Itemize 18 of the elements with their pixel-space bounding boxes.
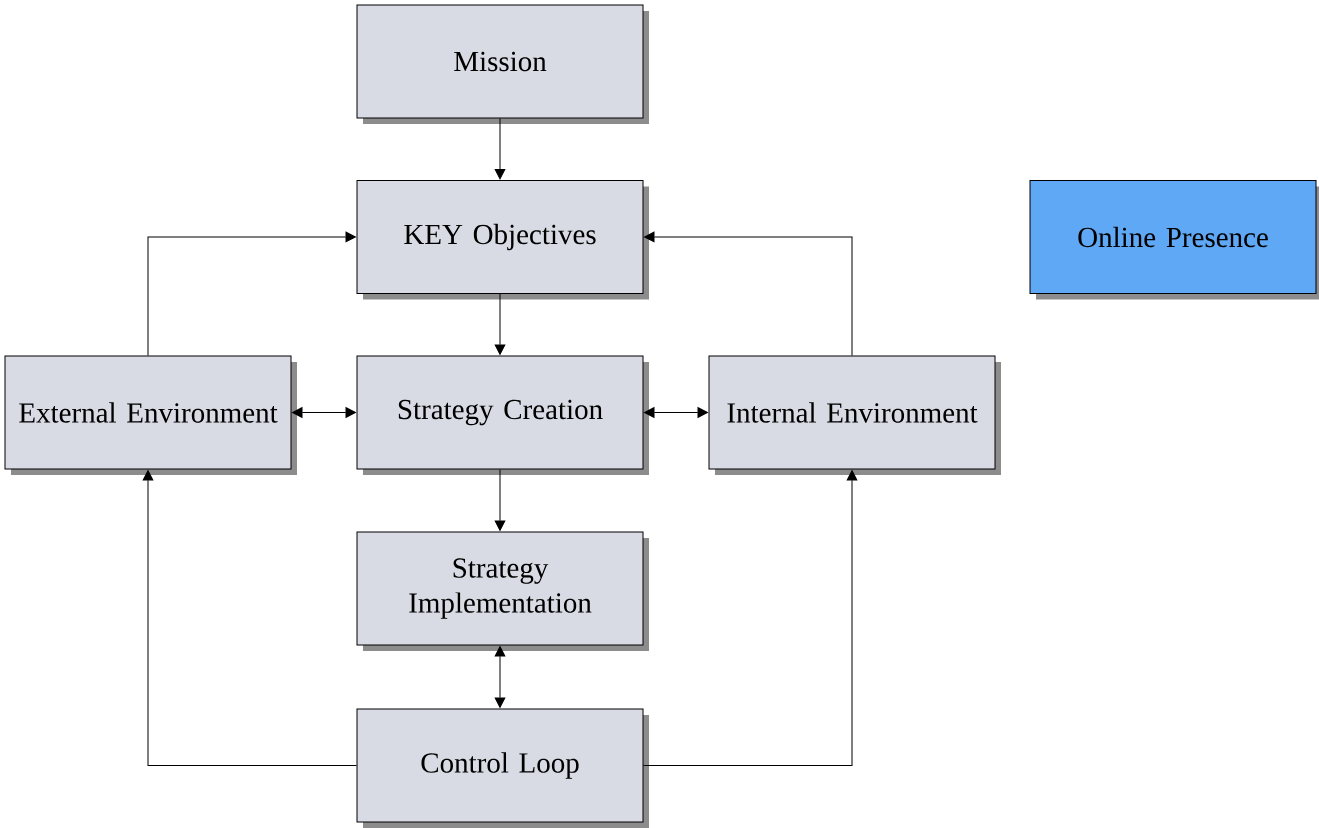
- arrow: [494, 118, 506, 180]
- arrow: [494, 469, 506, 531]
- arrow: [494, 646, 506, 708]
- process-box: Strategy Implementation: [356, 531, 649, 651]
- arrow: [292, 407, 356, 418]
- process-box: KEY Objectives: [356, 180, 649, 300]
- process-box: Mission: [356, 4, 649, 124]
- arrow: [142, 470, 357, 766]
- process-box: Strategy Creation: [356, 355, 649, 475]
- arrow: [147, 231, 356, 356]
- process-box: External Environment: [4, 355, 297, 475]
- process-box: Control Loop: [356, 708, 649, 828]
- arrow: [644, 231, 853, 356]
- arrow: [494, 293, 506, 355]
- arrow: [643, 470, 858, 766]
- process-box: Internal Environment: [708, 355, 1001, 475]
- process-box: Online Presence: [1029, 180, 1319, 300]
- arrow: [644, 407, 708, 418]
